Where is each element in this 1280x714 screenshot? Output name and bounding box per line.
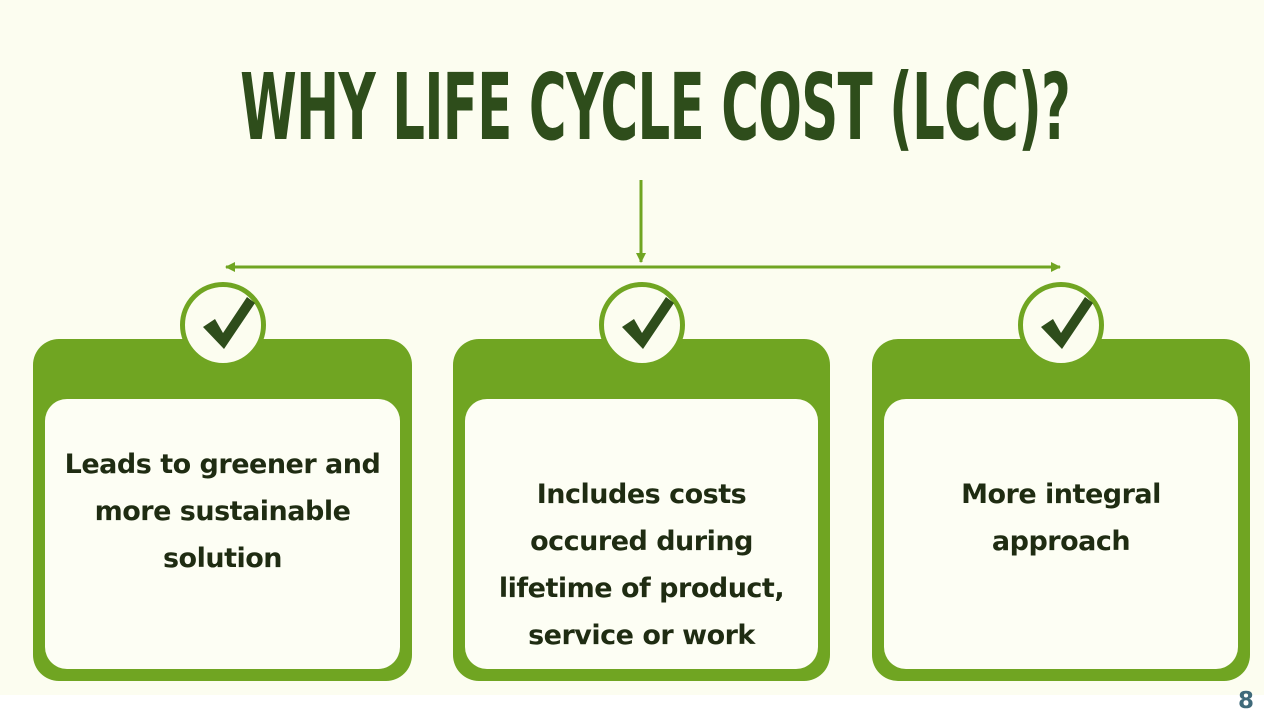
card-text: Includes costs occured during lifetime o… <box>498 479 785 651</box>
card-body: Includes costs occured during lifetime o… <box>465 399 818 669</box>
checkmark-icon <box>203 297 255 349</box>
checkmark-icon <box>622 297 674 349</box>
checkmark-icon <box>1041 297 1093 349</box>
card-text: Leads to greener and more sustainable so… <box>64 449 381 574</box>
check-badge <box>1018 282 1104 368</box>
card-text: More integral approach <box>961 479 1161 557</box>
card-greener-solution: Leads to greener and more sustainable so… <box>33 339 412 681</box>
connector-arrows <box>225 180 1061 272</box>
page-number: 8 <box>1238 688 1255 714</box>
card-includes-costs: Includes costs occured during lifetime o… <box>453 339 830 681</box>
slide: WHY LIFE CYCLE COST (LCC)? Leads to gree… <box>0 0 1264 695</box>
card-body: More integral approach <box>884 399 1238 669</box>
card-integral-approach: More integral approach <box>872 339 1250 681</box>
card-body: Leads to greener and more sustainable so… <box>45 399 400 669</box>
check-badge <box>180 282 266 368</box>
slide-title: WHY LIFE CYCLE COST (LCC)? <box>240 54 1071 161</box>
check-badge <box>599 282 685 368</box>
